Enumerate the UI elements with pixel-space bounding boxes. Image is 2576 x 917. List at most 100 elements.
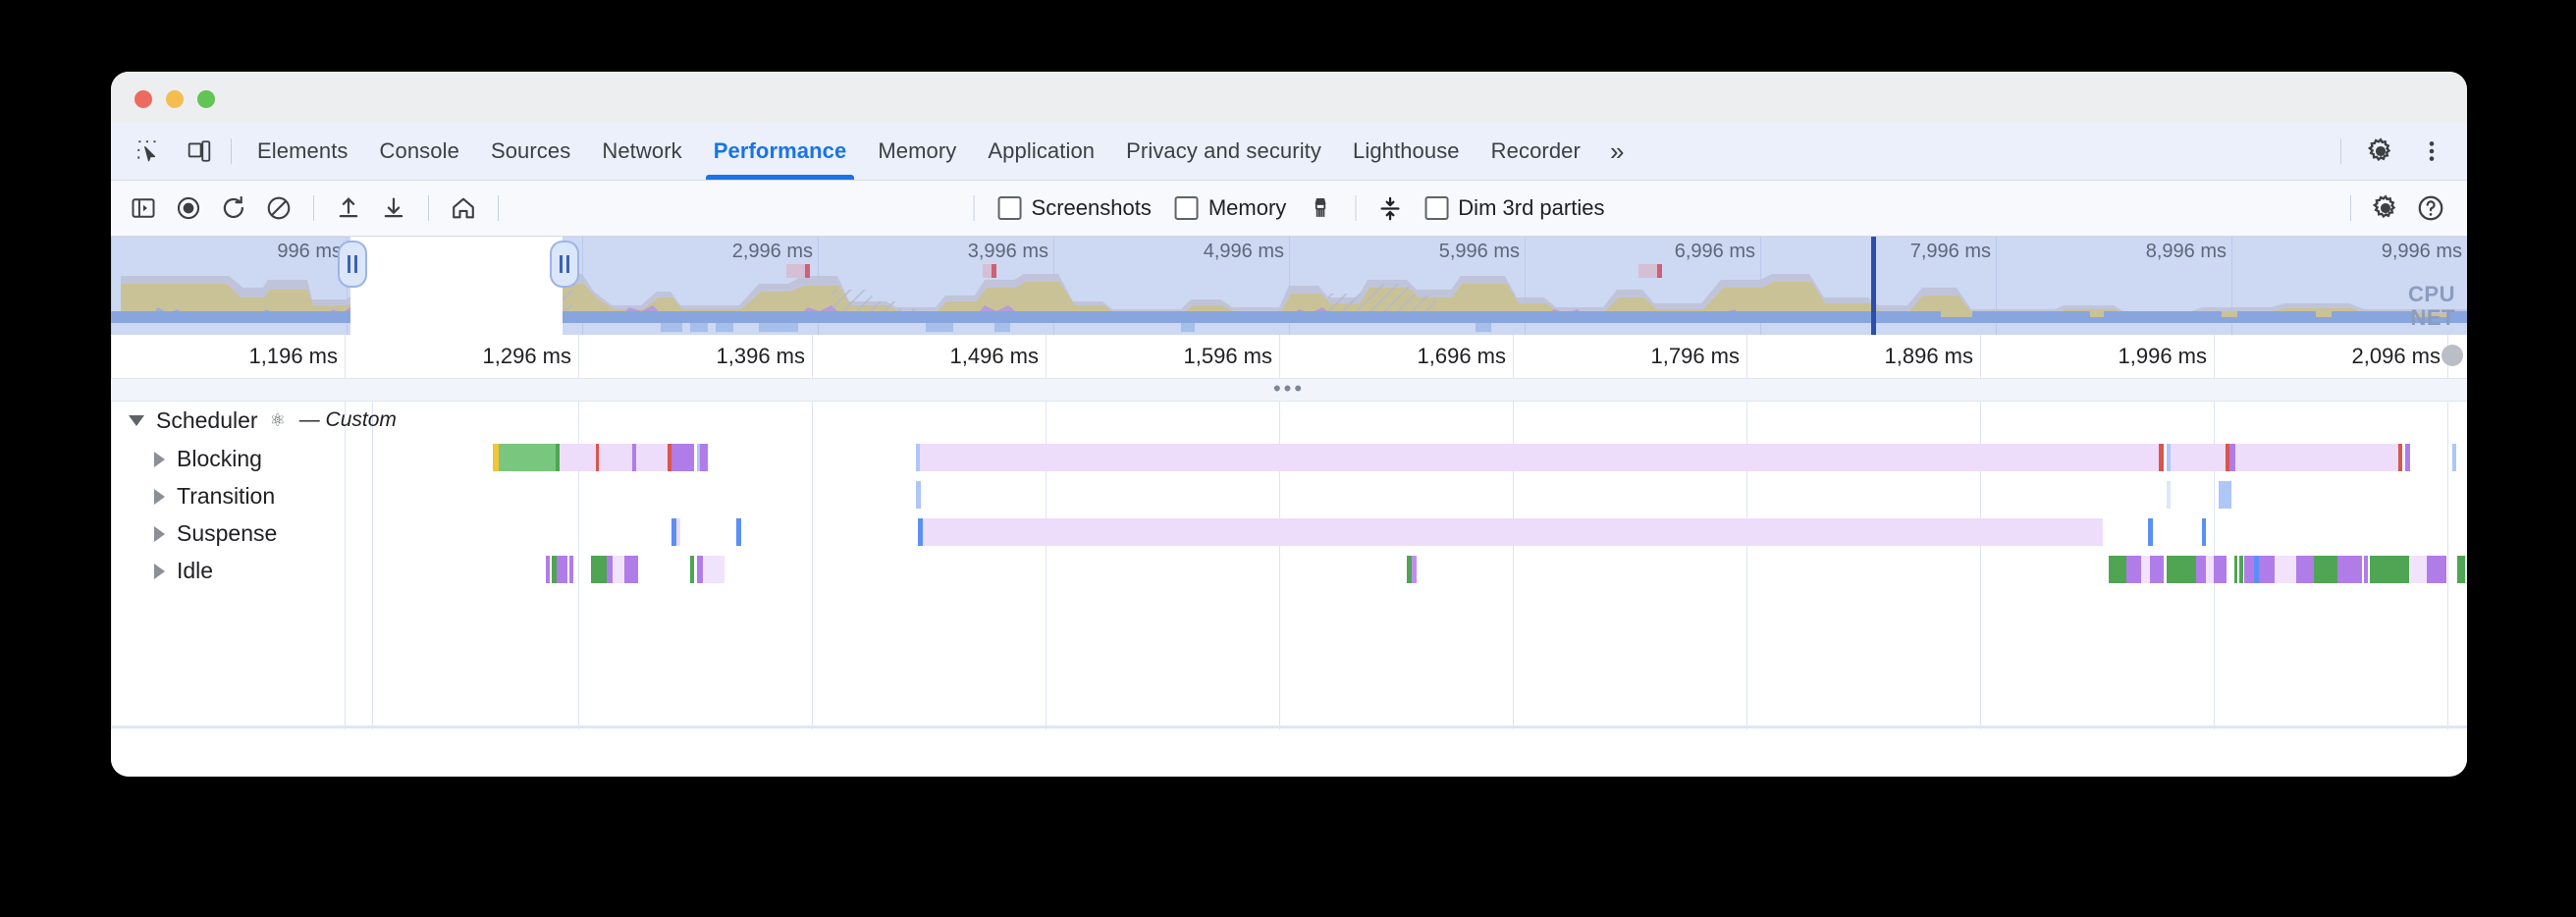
- track-row-transition[interactable]: Transition: [111, 476, 2467, 513]
- collect-garbage-icon[interactable]: [1298, 186, 1343, 231]
- flame-chart-event[interactable]: [2427, 556, 2446, 583]
- flame-chart-event[interactable]: [636, 444, 669, 471]
- tab-privacy-and-security[interactable]: Privacy and security: [1110, 123, 1337, 180]
- overview-ruler[interactable]: 996 ms1,996 ms2,996 ms3,996 ms4,996 ms5,…: [111, 237, 2467, 335]
- flame-chart-event[interactable]: [2171, 444, 2226, 471]
- flame-chart-event[interactable]: [2452, 444, 2456, 471]
- flame-chart-event[interactable]: [2465, 556, 2467, 583]
- flame-chart-event[interactable]: [591, 556, 607, 583]
- flame-chart-event[interactable]: [668, 444, 671, 471]
- flame-chart-event[interactable]: [736, 518, 741, 546]
- flame-chart-event[interactable]: [607, 556, 613, 583]
- flame-chart-event[interactable]: [676, 518, 680, 546]
- inspect-element-icon[interactable]: [127, 130, 170, 173]
- window-close-button[interactable]: [134, 90, 152, 108]
- chevron-down-icon[interactable]: [129, 414, 144, 426]
- flame-chart-event[interactable]: [2148, 518, 2153, 546]
- tab-recorder[interactable]: Recorder: [1476, 123, 1596, 180]
- flame-chart-event[interactable]: [2244, 556, 2254, 583]
- flame-chart-event[interactable]: [697, 444, 700, 471]
- tab-memory[interactable]: Memory: [862, 123, 972, 180]
- tab-lighthouse[interactable]: Lighthouse: [1337, 123, 1476, 180]
- flame-chart-event[interactable]: [493, 444, 499, 471]
- flame-chart-event[interactable]: [2126, 556, 2141, 583]
- overview-selected-window[interactable]: [350, 237, 563, 335]
- chevron-right-icon[interactable]: [154, 563, 165, 579]
- tab-network[interactable]: Network: [586, 123, 697, 180]
- track-label-blocking[interactable]: Blocking: [154, 446, 262, 472]
- chevron-right-icon[interactable]: [154, 525, 165, 542]
- tab-sources[interactable]: Sources: [475, 123, 586, 180]
- flame-chart-event[interactable]: [2337, 556, 2362, 583]
- flame-chart-event[interactable]: [671, 518, 676, 546]
- flame-chart-event[interactable]: [546, 556, 550, 583]
- flame-chart-event[interactable]: [2167, 444, 2171, 471]
- flame-chart-event[interactable]: [2229, 444, 2235, 471]
- flame-chart-event[interactable]: [2254, 556, 2259, 583]
- flame-chart-event[interactable]: [2167, 481, 2171, 509]
- flame-chart-event[interactable]: [2141, 556, 2150, 583]
- flame-chart-event[interactable]: [2398, 444, 2402, 471]
- overview-right-handle[interactable]: [550, 241, 579, 288]
- flame-chart-event[interactable]: [2239, 556, 2243, 583]
- overview-left-handle[interactable]: [338, 241, 367, 288]
- flame-chart-event[interactable]: [2235, 444, 2398, 471]
- flame-chart-event[interactable]: [596, 444, 599, 471]
- flame-chart-event[interactable]: [499, 444, 556, 471]
- more-tabs-chevron-icon[interactable]: »: [1596, 123, 1637, 180]
- flame-chart-event[interactable]: [700, 444, 708, 471]
- flame-chart-event[interactable]: [2206, 556, 2214, 583]
- flame-chart-event[interactable]: [2196, 556, 2206, 583]
- capture-settings-gear-icon[interactable]: [2363, 186, 2408, 231]
- flame-chart-event[interactable]: [613, 556, 624, 583]
- device-toolbar-icon[interactable]: [178, 130, 221, 173]
- home-button[interactable]: [441, 186, 486, 231]
- tab-elements[interactable]: Elements: [242, 123, 364, 180]
- timeline-scroll-thumb[interactable]: [2442, 345, 2463, 366]
- save-profile-button[interactable]: [371, 186, 416, 231]
- flame-chart-event[interactable]: [2364, 556, 2368, 583]
- flame-chart-event[interactable]: [2296, 556, 2314, 583]
- screenshots-checkbox-box[interactable]: [997, 196, 1022, 220]
- flame-chart-event[interactable]: [671, 444, 694, 471]
- flame-chart-event[interactable]: [2167, 556, 2196, 583]
- flame-chart-event[interactable]: [2457, 556, 2465, 583]
- flame-chart-event[interactable]: [1407, 556, 1412, 583]
- flame-chart-event[interactable]: [2275, 556, 2296, 583]
- flame-chart-event[interactable]: [624, 556, 638, 583]
- track-row-idle[interactable]: Idle: [111, 551, 2467, 588]
- chevron-right-icon[interactable]: [154, 451, 165, 467]
- window-zoom-button[interactable]: [197, 90, 215, 108]
- track-row-suspense[interactable]: Suspense: [111, 513, 2467, 551]
- flame-chart[interactable]: Scheduler ⚛ — Custom Blocking Transition: [111, 402, 2467, 773]
- flame-chart-event[interactable]: [2259, 556, 2275, 583]
- track-label-suspense[interactable]: Suspense: [154, 520, 277, 547]
- load-profile-button[interactable]: [326, 186, 371, 231]
- flame-chart-event[interactable]: [923, 518, 2103, 546]
- flame-chart-event[interactable]: [920, 444, 2159, 471]
- reload-and-record-button[interactable]: [211, 186, 256, 231]
- flame-chart-event[interactable]: [690, 556, 694, 583]
- clear-button[interactable]: [256, 186, 301, 231]
- flame-chart-event[interactable]: [2202, 518, 2206, 546]
- memory-checkbox-box[interactable]: [1174, 196, 1199, 220]
- flame-chart-event[interactable]: [2109, 556, 2126, 583]
- flame-chart-event[interactable]: [2150, 556, 2164, 583]
- window-minimize-button[interactable]: [166, 90, 184, 108]
- network-throttle-icon[interactable]: [1368, 186, 1413, 231]
- flame-chart-event[interactable]: [2405, 444, 2410, 471]
- toggle-sidebar-button[interactable]: [121, 186, 166, 231]
- screenshots-checkbox[interactable]: Screenshots: [997, 195, 1152, 221]
- flame-chart-event[interactable]: [557, 556, 567, 583]
- timeline-overview[interactable]: 996 ms1,996 ms2,996 ms3,996 ms4,996 ms5,…: [111, 237, 2467, 335]
- flame-chart-event[interactable]: [697, 556, 703, 583]
- help-question-icon[interactable]: [2408, 186, 2453, 231]
- flame-chart-event[interactable]: [916, 481, 921, 509]
- flame-chart-event[interactable]: [2214, 556, 2227, 583]
- flame-chart-event[interactable]: [1412, 556, 1417, 583]
- tab-console[interactable]: Console: [364, 123, 475, 180]
- flame-chart-event[interactable]: [2234, 556, 2237, 583]
- track-row-blocking[interactable]: Blocking: [111, 439, 2467, 476]
- flame-chart-event[interactable]: [569, 556, 573, 583]
- flame-chart-event[interactable]: [2219, 481, 2231, 509]
